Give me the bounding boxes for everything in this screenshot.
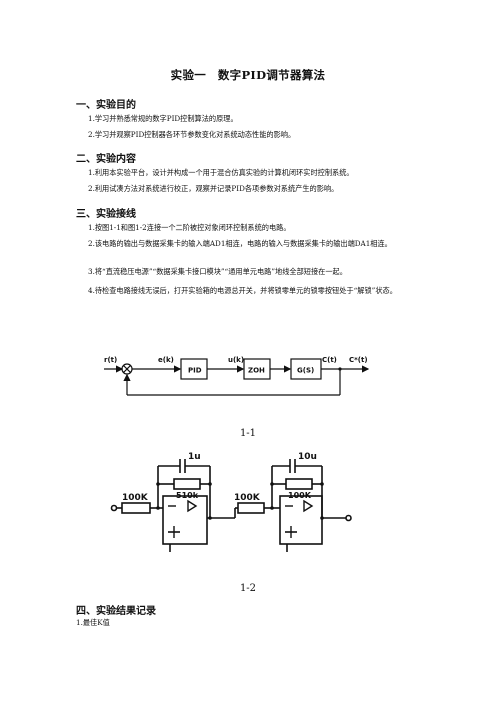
stage1-capacitor-label: 1u — [188, 452, 201, 462]
section-heading-wiring: 三、实验接线 — [76, 209, 136, 220]
block-plant: G(S) — [297, 367, 314, 375]
stage1-input-resistor-label: 100K — [122, 493, 149, 503]
block-pid: PID — [188, 367, 202, 375]
circuit-diagram-figure: 100K 510k 1u 100K 100K 10u — [110, 452, 352, 552]
paragraph: 2.该电路的输出与数据采集卡的输入端AD1相连，电路的输入与数据采集卡的输出端D… — [88, 239, 392, 248]
block-zoh: ZOH — [248, 367, 265, 375]
figure-caption-1-1: 1-1 — [239, 428, 257, 439]
stage1-feedback-resistor-label: 510k — [176, 491, 199, 500]
figure-caption-1-2: 1-2 — [239, 583, 257, 594]
stage2-input-resistor-label: 100K — [234, 493, 261, 503]
paragraph: 3.将“直流稳压电源”“数据采集卡接口模块”“通用单元电路”地线全部短接在一起。 — [88, 267, 347, 276]
paragraph: 1.最佳K值 — [76, 618, 110, 627]
paragraph: 1.学习并熟悉常规的数字PID控制算法的原理。 — [88, 114, 238, 123]
stage2-capacitor-label: 10u — [298, 452, 317, 462]
paragraph: 2.利用试凑方法对系统进行校正，观察并记录PID各项参数对系统产生的影响。 — [88, 184, 339, 193]
page-title: 实验一 数字PID调节器算法 — [170, 68, 326, 82]
signal-label-control: u(k) — [228, 356, 244, 364]
paragraph: 1.按图1-1和图1-2连接一个二阶被控对象闭环控制系统的电路。 — [88, 223, 291, 232]
paragraph: 2.学习并观察PID控制器各环节参数变化对系统动态性能的影响。 — [88, 130, 296, 139]
signal-label-output-sampled: C*(t) — [349, 356, 368, 364]
signal-label-error: e(k) — [158, 356, 174, 364]
section-heading-results: 四、实验结果记录 — [76, 606, 156, 617]
paragraph: 1.利用本实验平台，设计并构成一个用于混合仿真实验的计算机闭环实时控制系统。 — [88, 168, 354, 177]
signal-label-output: C(t) — [322, 356, 337, 364]
signal-label-input: r(t) — [104, 356, 117, 364]
paragraph: 4.待检查电路接线无误后，打开实验箱的电源总开关，并将锁零单元的锁零按钮处于“解… — [88, 286, 397, 295]
block-diagram-figure: r(t) e(k) PID u(k) ZOH G(S) C(t) C*(t) — [104, 356, 370, 396]
stage2-feedback-resistor-label: 100K — [288, 491, 312, 500]
section-heading-content: 二、实验内容 — [76, 154, 136, 165]
section-heading-purpose: 一、实验目的 — [76, 100, 136, 111]
